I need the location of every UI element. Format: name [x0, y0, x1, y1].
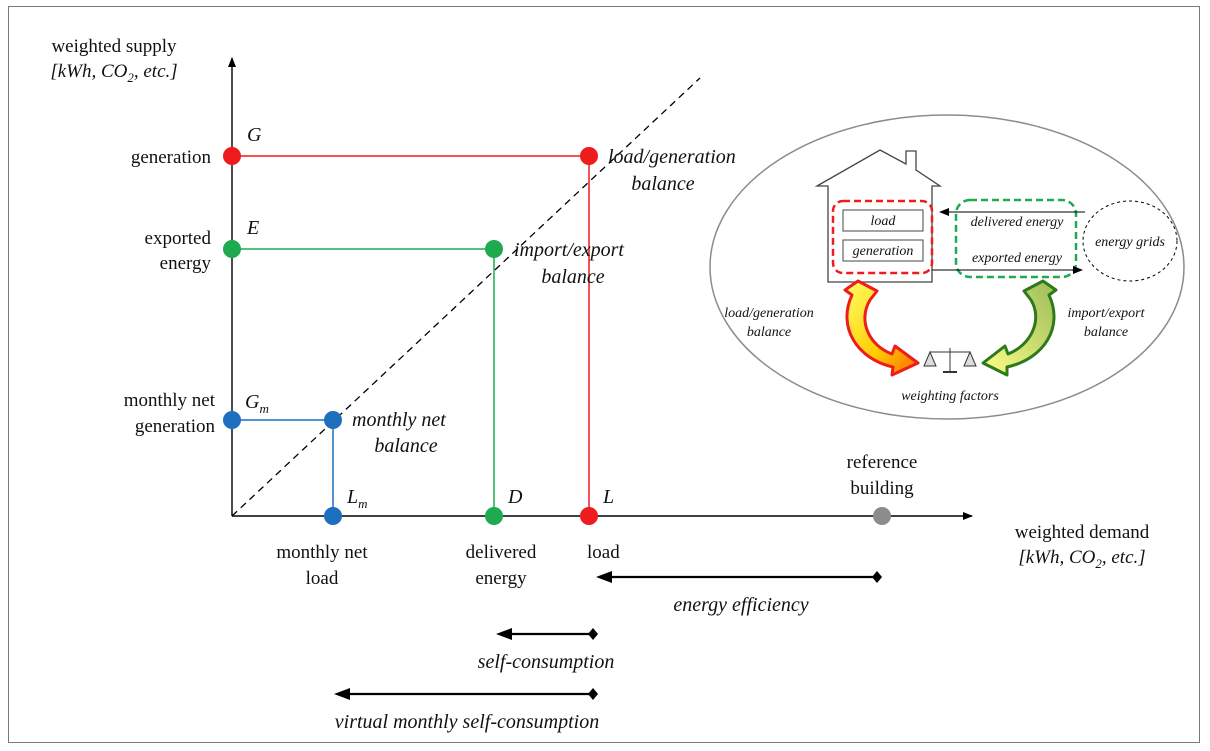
point-import-export-balance	[485, 240, 503, 258]
load-generation-box	[831, 199, 934, 275]
inset-load-label: load	[871, 214, 897, 229]
point-G	[223, 147, 241, 165]
load-box	[842, 209, 924, 232]
point-D	[485, 507, 503, 525]
load-generation-balance-2: balance	[631, 173, 694, 195]
virtual-monthly-self-consumption-range	[334, 688, 598, 700]
label-reference: reference	[847, 452, 918, 473]
inset-delivered-label: delivered energy	[971, 215, 1064, 230]
label-delivered: delivered	[466, 542, 537, 563]
label-monthly-net-load-2: load	[306, 568, 339, 589]
load-generation-balance-1: load/generation	[608, 146, 736, 168]
balance-scale-icon	[923, 348, 977, 373]
point-monthly-net-balance	[324, 411, 342, 429]
inset-energy-grids-label: energy grids	[1095, 235, 1165, 250]
inset-left-balance-2: balance	[747, 325, 791, 340]
x-axis-title: weighted demand	[1015, 522, 1150, 543]
diagonal-balance-line	[231, 77, 701, 517]
virtual-monthly-self-consumption-label: virtual monthly self-consumption	[335, 711, 599, 733]
label-monthly-net: monthly net	[124, 390, 216, 411]
inset-right-balance-2: balance	[1084, 325, 1128, 340]
letter-L: L	[602, 486, 614, 508]
import-export-balance-2: balance	[541, 266, 604, 288]
x-axis-units: [kWh, CO2, etc.]	[1018, 547, 1145, 571]
label-monthly-generation: generation	[135, 416, 216, 437]
inset-right-balance-1: import/export	[1068, 306, 1146, 321]
point-E	[223, 240, 241, 258]
letter-D: D	[507, 486, 523, 508]
energy-efficiency-label: energy efficiency	[673, 594, 808, 616]
letter-Gm: Gm	[245, 391, 269, 416]
monthly-net-balance-1: monthly net	[352, 409, 446, 431]
point-load-generation-balance	[580, 147, 598, 165]
red-generation-load-lines	[232, 155, 590, 516]
label-reference-building: building	[850, 478, 914, 499]
label-monthly-net-load-1: monthly net	[276, 542, 368, 563]
y-axis-title: weighted supply	[51, 36, 177, 57]
energy-efficiency-range	[596, 571, 882, 583]
generation-box	[842, 239, 924, 262]
label-exported-energy: energy	[160, 253, 212, 274]
letter-G: G	[247, 124, 262, 146]
monthly-net-balance-2: balance	[374, 435, 437, 457]
delivered-exported-box	[954, 198, 1078, 279]
blue-monthly-lines	[232, 419, 334, 516]
inset-weighting-factors: weighting factors	[901, 389, 999, 404]
energy-grids-ellipse	[1082, 200, 1178, 282]
label-generation: generation	[131, 147, 212, 168]
label-load: load	[587, 542, 620, 563]
figure-frame	[8, 6, 1200, 743]
point-reference-building	[873, 507, 891, 525]
label-delivered-energy: energy	[475, 568, 527, 589]
letter-E: E	[246, 217, 259, 239]
inset-generation-label: generation	[853, 244, 914, 259]
label-exported: exported	[145, 228, 212, 249]
green-export-delivered-lines	[232, 248, 495, 516]
point-Lm	[324, 507, 342, 525]
point-Gm	[223, 411, 241, 429]
inset-left-balance-1: load/generation	[724, 306, 813, 321]
letter-Lm: Lm	[346, 486, 368, 511]
self-consumption-range	[496, 628, 598, 640]
import-export-curved-arrow	[981, 279, 1058, 377]
inset-exported-label: exported energy	[972, 251, 1063, 266]
point-L	[580, 507, 598, 525]
self-consumption-label: self-consumption	[478, 651, 615, 673]
y-axis-units: [kWh, CO2, etc.]	[50, 61, 177, 85]
import-export-balance-1: import/export	[514, 239, 624, 261]
load-generation-curved-arrow	[843, 279, 920, 377]
